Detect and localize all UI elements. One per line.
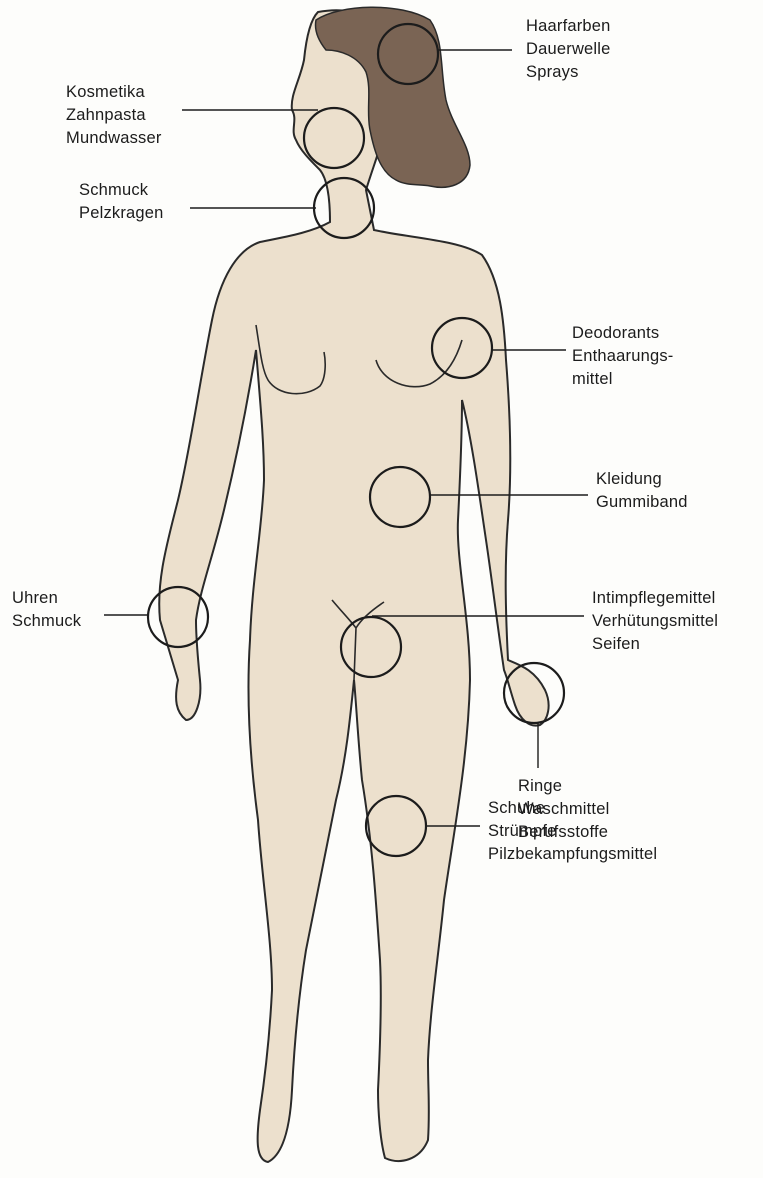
label-genital: Intimpflegemittel Verhütungsmittel Seife… (592, 587, 718, 656)
label-waist: Kleidung Gummiband (596, 468, 688, 514)
label-wrist: Uhren Schmuck (12, 587, 81, 633)
label-neck: Schmuck Pelzkragen (79, 179, 164, 225)
label-ankle: Schuhe Strümpfe Pilzbekampfungsmittel (488, 797, 657, 866)
label-hair: Haarfarben Dauerwelle Sprays (526, 15, 611, 84)
label-armpit: Deodorants Enthaarungs- mittel (572, 322, 673, 391)
label-mouth: Kosmetika Zahnpasta Mundwasser (66, 81, 162, 150)
body-silhouette (159, 10, 548, 1162)
